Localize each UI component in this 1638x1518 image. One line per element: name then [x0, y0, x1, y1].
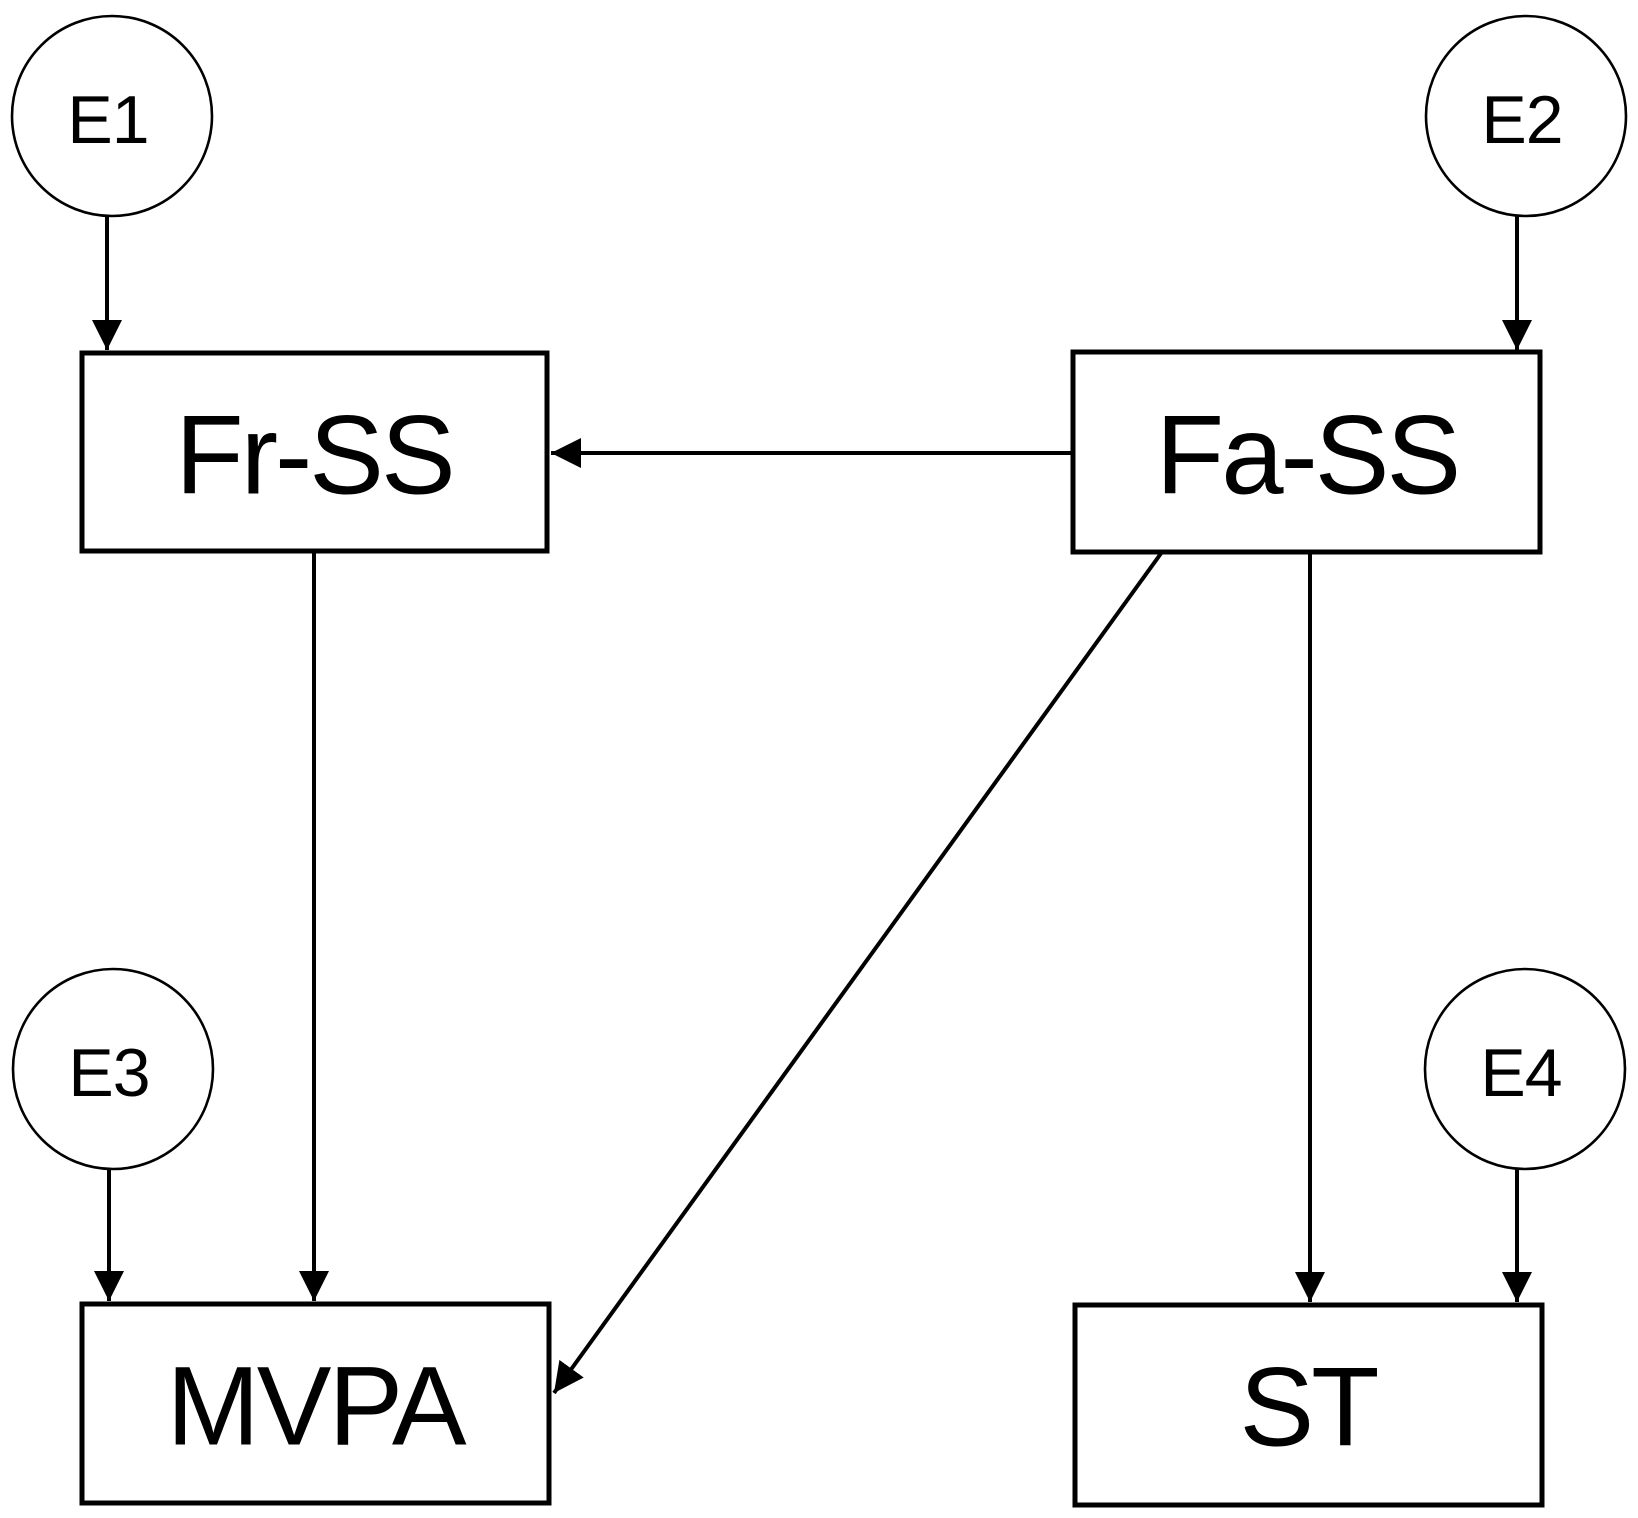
- node-label-fr-ss: Fr-SS: [175, 393, 452, 518]
- error-circle-e3: [11, 967, 215, 1171]
- node-layer: Fr-SS Fa-SS MVPA ST: [79, 349, 1545, 1508]
- arrow-fass-to-mvpa-diagonal: [552, 550, 1164, 1395]
- error-label-e3: E3: [68, 1035, 149, 1111]
- error-label-e2: E2: [1481, 82, 1562, 158]
- node-box-st: [1072, 1302, 1545, 1508]
- error-circle-e2: [1424, 14, 1628, 218]
- error-label-e4: E4: [1480, 1035, 1561, 1111]
- node-label-st: ST: [1239, 1345, 1377, 1470]
- error-circle-e1: [10, 14, 214, 218]
- node-box-fa-ss: [1070, 349, 1543, 555]
- node-label-mvpa: MVPA: [166, 1344, 466, 1469]
- node-box-fr-ss: [79, 350, 550, 554]
- node-box-mvpa: [79, 1301, 552, 1506]
- error-label-e1: E1: [67, 82, 148, 158]
- node-label-fa-ss: Fa-SS: [1156, 393, 1458, 518]
- edge-layer: [92, 216, 1532, 1395]
- error-circle-e4: [1423, 967, 1627, 1171]
- error-term-layer: E1 E2 E3 E4: [10, 14, 1628, 1171]
